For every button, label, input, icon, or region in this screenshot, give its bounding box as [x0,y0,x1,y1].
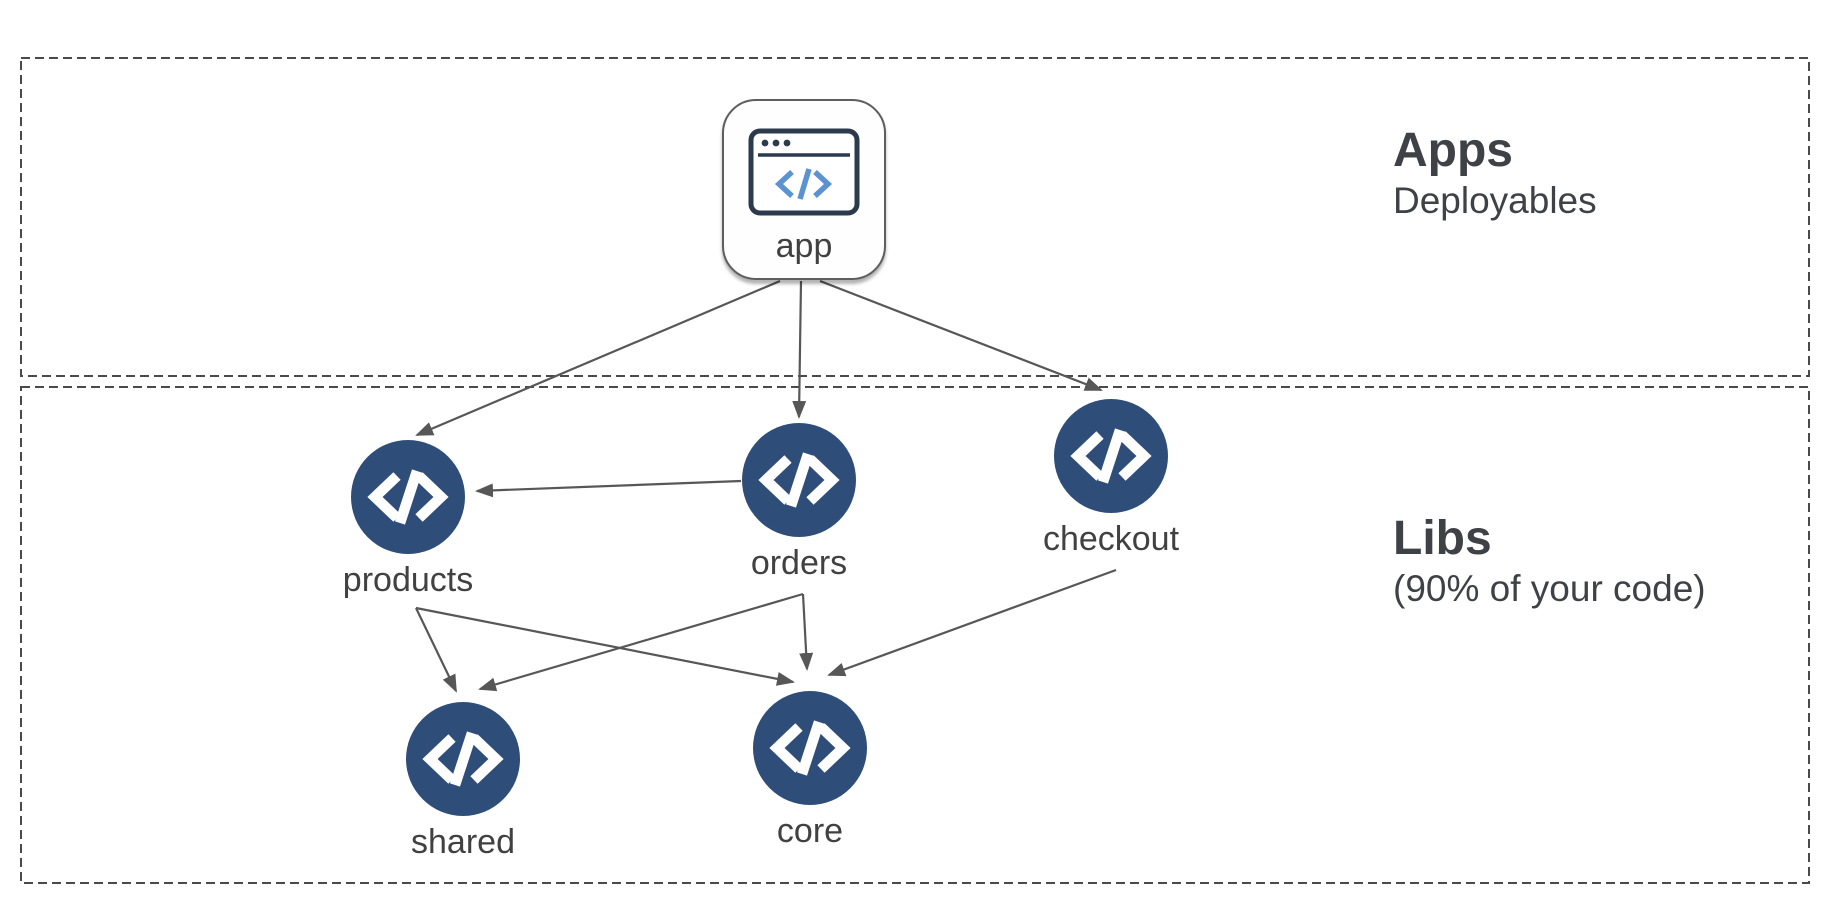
code-icon [769,720,851,776]
edge-app-to-products [415,279,781,437]
node-label: core [776,812,844,850]
libs-subtitle: (90% of your code) [1393,568,1706,609]
edge-orders-to-core [799,593,814,671]
apps-title: Apps [1393,124,1513,177]
edge-app-to-orders [792,280,807,419]
apps-section-label: Apps Deployables [1393,122,1597,223]
node-app[interactable]: app [722,99,886,280]
node-label: shared [411,823,515,861]
apps-subtitle: Deployables [1393,180,1597,221]
libs-section-label: Libs (90% of your code) [1393,510,1706,611]
node-label: products [342,561,474,599]
code-icon [774,168,833,200]
libs-zone-border [20,386,1810,884]
node-label: orders [750,544,848,582]
node-products[interactable]: products [343,440,473,599]
node-checkout[interactable]: checkout [1043,399,1179,558]
edge-orders-to-shared [478,592,804,692]
node-shared[interactable]: shared [406,702,520,861]
node-label: app [775,227,833,265]
edge-products-to-shared [415,607,457,693]
edge-orders-to-products [475,479,742,498]
node-label: checkout [1042,520,1180,558]
code-icon [1070,428,1152,484]
node-orders[interactable]: orders [742,423,856,582]
node-core[interactable]: core [753,691,867,850]
code-icon [758,452,840,508]
edge-products-to-core [415,606,795,686]
edge-app-to-checkout [819,279,1103,392]
edges-group [415,279,1117,693]
code-icon [422,731,504,787]
edge-checkout-to-core [827,568,1117,677]
browser-window-icon [748,128,860,216]
apps-zone-border [20,57,1810,377]
code-icon [367,469,449,525]
libs-title: Libs [1393,512,1492,565]
